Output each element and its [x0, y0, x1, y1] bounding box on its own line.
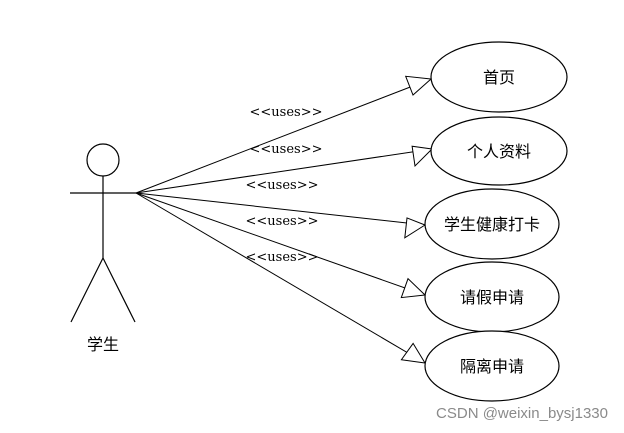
use-case-label-2: 个人资料 — [467, 142, 531, 161]
use-case-ellipse-5 — [424, 330, 560, 402]
use-case-label-4: 请假申请 — [460, 288, 524, 307]
arrowhead-4 — [400, 277, 427, 299]
actor-left-leg — [70, 257, 104, 323]
uses-label-2: <<uses>> — [250, 142, 323, 157]
actor-right-leg — [102, 257, 136, 323]
watermark-text: CSDN @weixin_bysj1330 — [436, 405, 608, 422]
use-case-ellipse-1 — [430, 41, 568, 113]
association-line-4 — [135, 192, 426, 296]
association-line-3 — [135, 192, 426, 226]
association-line-5 — [135, 192, 426, 364]
association-line-1 — [135, 78, 432, 194]
use-case-ellipse-2 — [430, 116, 568, 186]
actor-name: 学生 — [87, 335, 119, 354]
arrowhead-1 — [404, 75, 433, 96]
arrowhead-2 — [411, 145, 434, 168]
arrowhead-5 — [400, 342, 426, 364]
uses-label-5: <<uses>> — [246, 250, 319, 265]
arrowhead-3 — [404, 217, 427, 239]
use-case-label-5: 隔离申请 — [460, 357, 524, 376]
uses-label-3: <<uses>> — [246, 178, 319, 193]
use-case-label-3: 学生健康打卡 — [444, 215, 540, 234]
actor-figure — [70, 143, 136, 323]
actor-head — [86, 143, 120, 177]
use-case-label-1: 首页 — [483, 68, 515, 87]
use-case-ellipse-3 — [424, 188, 560, 260]
uses-label-1: <<uses>> — [250, 105, 323, 120]
uses-label-4: <<uses>> — [246, 214, 319, 229]
association-line-2 — [135, 148, 433, 194]
